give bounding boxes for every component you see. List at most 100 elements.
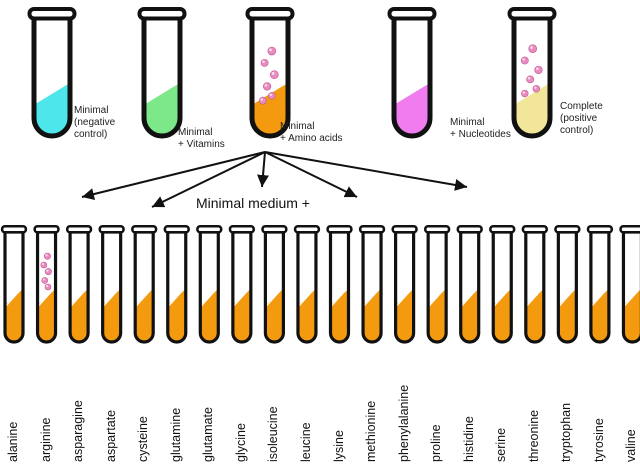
top-tube-1 <box>27 7 77 139</box>
medium-surface <box>265 286 284 308</box>
top-tube-label-5: Complete (positive control) <box>560 101 603 136</box>
top-tubes-group <box>27 7 557 139</box>
colony <box>44 268 52 276</box>
colony-highlight <box>46 285 49 288</box>
amino-tube-aspartate <box>98 224 125 344</box>
tube-rim <box>261 224 288 234</box>
tube-outline <box>589 232 611 344</box>
tube-outline <box>511 18 553 139</box>
colony <box>528 44 538 53</box>
tube-medium <box>102 287 121 342</box>
tube-medium <box>144 82 180 136</box>
medium-surface <box>70 286 89 308</box>
medium-surface <box>297 286 316 308</box>
tube-outline <box>556 232 578 344</box>
arrows-group <box>81 151 468 208</box>
amino-tube-serine <box>489 224 516 344</box>
tube-medium <box>525 287 544 342</box>
amino-label-cysteine: cysteine <box>136 416 151 462</box>
colony-highlight <box>42 278 45 281</box>
amino-tube-glycine <box>228 224 256 344</box>
tube-rim <box>423 224 451 234</box>
amino-tube-arginine <box>33 224 60 344</box>
tube-rim <box>619 224 640 234</box>
colony <box>268 92 276 100</box>
tube-medium <box>200 287 219 342</box>
amino-tube-tyrosine <box>586 224 614 344</box>
amino-tube-valine <box>619 224 640 344</box>
amino-tube-alanine <box>0 224 28 344</box>
colony-highlight <box>41 263 44 266</box>
tube-rim <box>326 224 353 234</box>
top-tube-5 <box>507 7 557 139</box>
tube-outline <box>524 232 546 344</box>
medium-surface <box>493 286 512 308</box>
medium-surface <box>144 81 180 105</box>
colony-highlight <box>522 58 525 61</box>
amino-tube-asparagine <box>65 224 93 344</box>
tube-medium <box>623 287 640 342</box>
tube-rim <box>27 7 77 21</box>
tube-rim <box>521 224 548 234</box>
colony <box>267 46 277 56</box>
colony <box>534 65 543 75</box>
tube-rim <box>387 7 437 21</box>
tube-medium <box>265 287 284 342</box>
tube-outline <box>3 232 25 344</box>
amino-tube-proline <box>423 224 451 344</box>
tube-outline <box>35 232 58 344</box>
tube-medium <box>5 287 23 342</box>
tube-medium <box>330 287 349 342</box>
colony-highlight <box>269 93 272 97</box>
tube-rim <box>98 224 125 234</box>
medium-surface <box>135 286 154 308</box>
tube-rim <box>245 7 295 21</box>
amino-tubes-group <box>0 224 640 344</box>
top-tube-label-2: Minimal + Vitamins <box>178 127 225 150</box>
amino-label-tryptophan: tryptophan <box>559 402 574 462</box>
colony-highlight <box>527 77 531 80</box>
medium-surface <box>460 286 479 308</box>
colony <box>40 261 48 269</box>
colony <box>532 85 541 93</box>
amino-tube-lysine <box>326 224 353 344</box>
amino-tube-phenylalanine <box>391 224 418 344</box>
tube-medium <box>297 287 316 342</box>
tube-medium <box>34 82 70 136</box>
amino-label-phenylalanine: phenylalanine <box>396 384 411 462</box>
tube-medium <box>590 287 609 342</box>
tube-outline <box>491 232 513 344</box>
colony-highlight <box>260 98 263 101</box>
tube-outline <box>621 232 640 344</box>
tube-outline <box>198 232 220 344</box>
tube-rim <box>507 7 557 21</box>
colony <box>41 277 49 284</box>
medium-surface <box>34 81 70 105</box>
tube-medium <box>395 287 414 342</box>
tube-rim <box>358 224 386 234</box>
medium-surface <box>394 81 430 105</box>
colony <box>44 283 52 291</box>
colony <box>258 96 267 105</box>
colony-highlight <box>271 72 275 75</box>
tube-medium <box>167 287 186 342</box>
tube-outline <box>263 232 285 344</box>
tube-outline <box>133 232 155 344</box>
amino-label-aspartate: aspartate <box>103 409 118 462</box>
colony-highlight <box>522 91 525 94</box>
tube-rim <box>391 224 418 234</box>
colony-highlight <box>46 269 49 272</box>
center-label: Minimal medium + <box>196 195 310 211</box>
amino-label-asparagine: asparagine <box>71 400 86 462</box>
tube-outline <box>426 232 448 344</box>
medium-surface <box>5 286 23 308</box>
top-tube-4 <box>387 7 437 139</box>
amino-label-alanine: alanine <box>6 421 20 462</box>
colony-highlight <box>530 46 533 49</box>
tube-medium <box>558 287 577 342</box>
tube-rim <box>228 224 256 234</box>
amino-tube-leucine <box>293 224 321 344</box>
medium-surface <box>623 286 640 308</box>
amino-label-valine: valine <box>624 429 639 462</box>
medium-surface <box>558 286 577 308</box>
